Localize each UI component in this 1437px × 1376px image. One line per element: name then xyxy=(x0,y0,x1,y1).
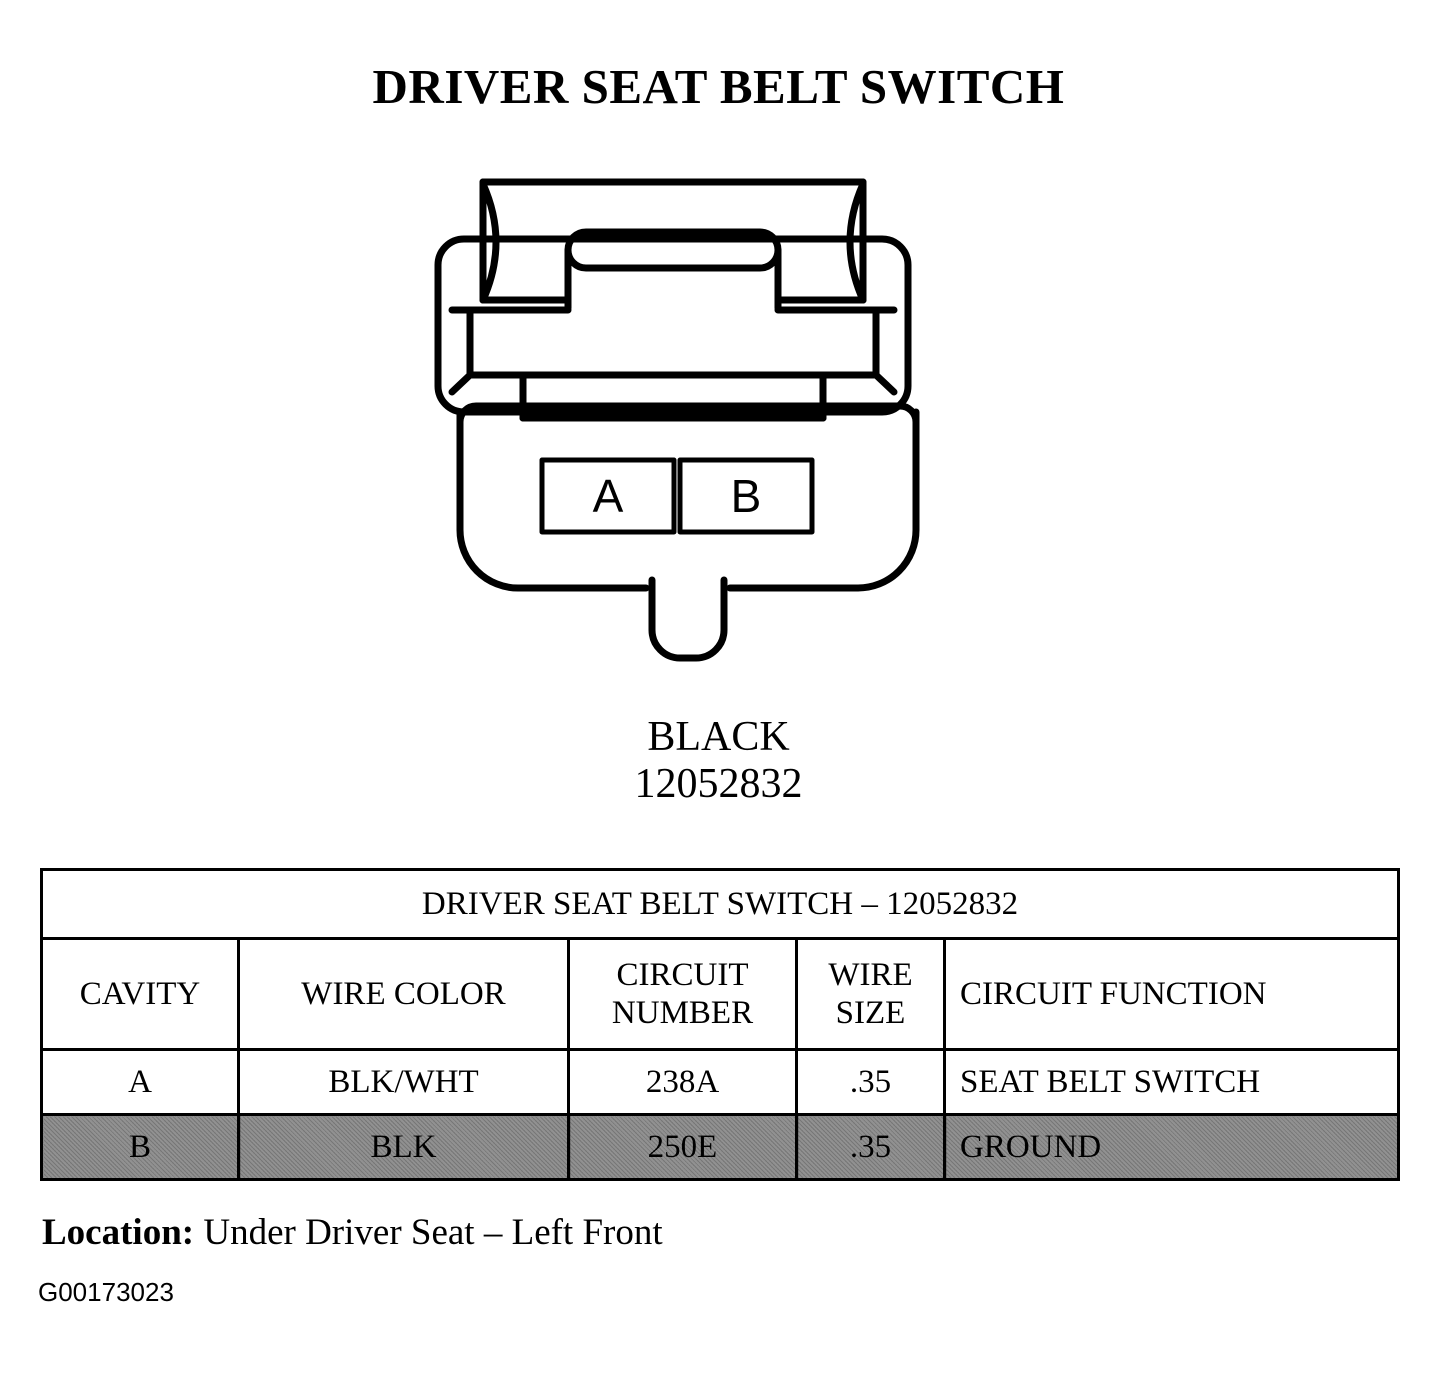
connector-latch-tab-inner xyxy=(564,246,782,272)
connector-caption: BLACK 12052832 xyxy=(0,714,1437,808)
table-row: A BLK/WHT 238A .35 SEAT BELT SWITCH xyxy=(40,1048,1401,1116)
column-header-wire-color: WIRE COLOR xyxy=(237,937,570,1051)
connector-skirt-sides xyxy=(519,374,827,422)
connector-lower-body xyxy=(456,408,920,592)
location-value: Under Driver Seat – Left Front xyxy=(203,1212,663,1253)
column-header-wire-size: WIRE SIZE xyxy=(795,937,946,1051)
cell-wire-size: .35 xyxy=(795,1113,946,1181)
column-header-circuit-number: CIRCUIT NUMBER xyxy=(567,937,798,1051)
cavity-box-a xyxy=(539,457,677,535)
cavity-label-a: A xyxy=(593,470,624,522)
connector-cylinder-left-curve xyxy=(479,180,500,304)
connector-diagram: A B xyxy=(408,160,968,690)
connector-illustration: A B xyxy=(434,178,920,662)
connector-lower-body-top xyxy=(456,402,920,426)
location-label: Location: xyxy=(42,1212,195,1253)
cell-circuit-number: 238A xyxy=(567,1048,798,1116)
column-header-circuit-function: CIRCUIT FUNCTION xyxy=(942,937,1401,1051)
pinout-table: DRIVER SEAT BELT SWITCH – 12052832 CAVIT… xyxy=(39,868,1401,1181)
connector-cylinder-right-curve xyxy=(846,180,867,304)
connector-color-name: BLACK xyxy=(647,714,790,760)
table-title-row: DRIVER SEAT BELT SWITCH – 12052832 xyxy=(39,868,1401,940)
connector-latch-tab xyxy=(564,228,782,312)
table-title: DRIVER SEAT BELT SWITCH – 12052832 xyxy=(39,868,1401,940)
cell-wire-color: BLK/WHT xyxy=(237,1048,570,1116)
table-header-row: CAVITY WIRE COLOR CIRCUIT NUMBER WIRE SI… xyxy=(40,937,1401,1051)
connector-flange-sides xyxy=(466,306,880,379)
cell-wire-size: .35 xyxy=(795,1048,946,1116)
connector-flange-chamfers xyxy=(448,371,898,396)
cavity-label-b: B xyxy=(731,470,762,522)
cell-cavity: B xyxy=(40,1113,240,1181)
location-line: Location: Under Driver Seat – Left Front xyxy=(42,1211,663,1255)
connector-wire-stub xyxy=(648,576,728,662)
column-header-cavity: CAVITY xyxy=(40,937,240,1051)
cell-circuit-function: SEAT BELT SWITCH xyxy=(942,1048,1401,1116)
connector-part-number: 12052832 xyxy=(634,761,803,807)
cell-circuit-function: GROUND xyxy=(942,1113,1401,1181)
cell-cavity: A xyxy=(40,1048,240,1116)
cavity-box-b xyxy=(677,457,815,535)
table-row: B BLK 250E .35 GROUND xyxy=(40,1113,1401,1181)
cell-circuit-number: 250E xyxy=(567,1113,798,1181)
connector-top-band-sides xyxy=(479,178,867,304)
page-title: DRIVER SEAT BELT SWITCH xyxy=(372,59,1065,114)
cell-wire-color: BLK xyxy=(237,1113,570,1181)
figure-id: G00173023 xyxy=(38,1277,174,1307)
connector-upper-shell xyxy=(434,235,912,416)
